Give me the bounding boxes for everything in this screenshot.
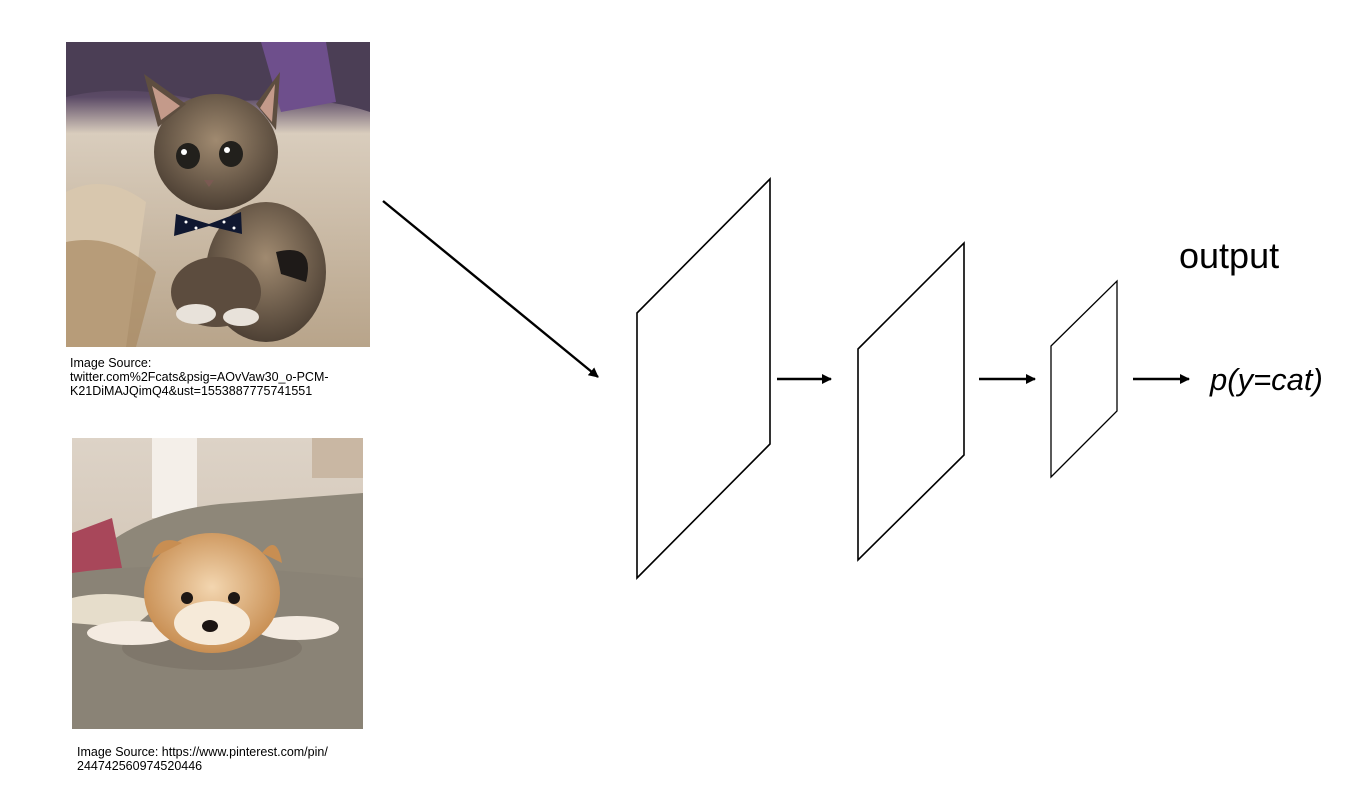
cat-image-source: Image Source: twitter.com%2Fcats&psig=AO… [70,356,329,398]
input-arrow [382,200,599,378]
layer-plane-2 [857,241,965,562]
pomeranian-puppy-photo [72,438,363,729]
output-label: output [1179,235,1280,276]
kitten-with-bowtie-photo [66,42,370,347]
probability-label: p(y=cat) [1210,362,1323,397]
dog-image-source: Image Source: https://www.pinterest.com/… [77,745,328,773]
layer-plane-3 [1050,279,1118,479]
layer-plane-1 [636,177,771,580]
